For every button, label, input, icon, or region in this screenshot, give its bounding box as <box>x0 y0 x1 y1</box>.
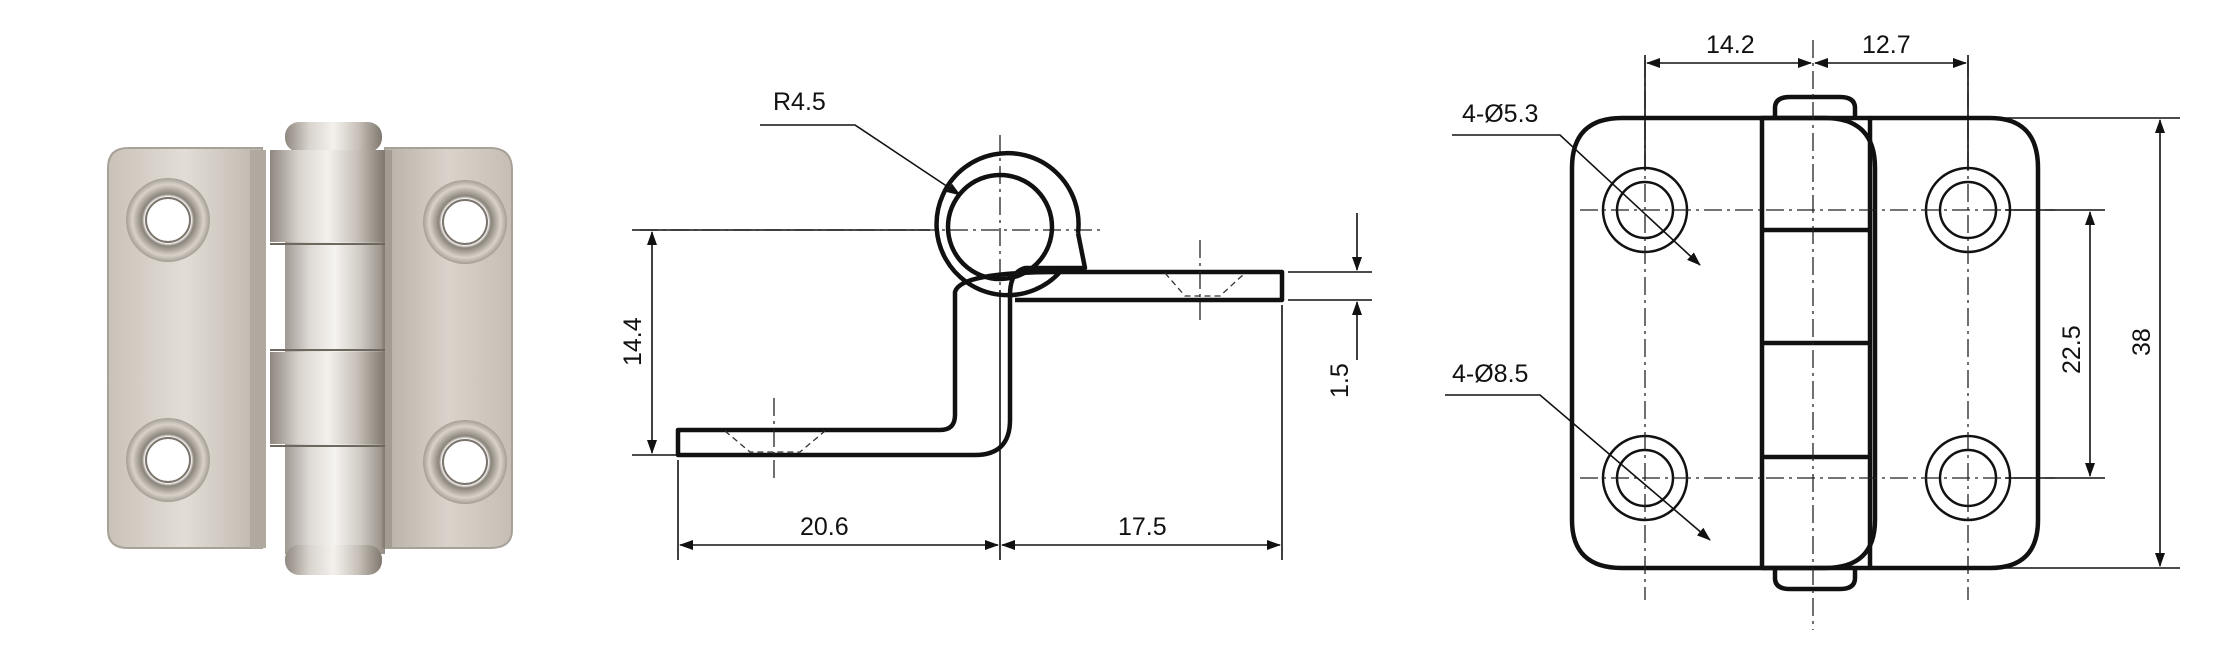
hinge-photo <box>107 122 513 575</box>
thickness-dimension-label: 1.5 <box>1326 363 1354 398</box>
large-hole-label: 4-Ø8.5 <box>1452 360 1528 388</box>
side-view-drawing: R4.5 14.4 1.5 20.6 17.5 <box>619 88 1372 560</box>
front-view-drawing: 14.2 12.7 4-Ø5.3 4-Ø8.5 22.5 38 <box>1445 31 2180 630</box>
radius-label: R4.5 <box>773 88 826 116</box>
hole-spacing-label: 22.5 <box>2058 325 2086 374</box>
right-length-label: 17.5 <box>1118 513 1167 541</box>
photo-hole-icon <box>423 180 507 264</box>
overall-height-label: 38 <box>2128 328 2156 356</box>
top-left-dimension-label: 14.2 <box>1706 31 1755 59</box>
top-right-dimension-label: 12.7 <box>1862 31 1911 59</box>
left-length-label: 20.6 <box>800 513 849 541</box>
photo-hole-icon <box>423 420 507 504</box>
height-dimension-label: 14.4 <box>619 317 647 366</box>
photo-hole-icon <box>126 418 210 502</box>
photo-hole-icon <box>126 178 210 262</box>
small-hole-label: 4-Ø5.3 <box>1462 100 1538 128</box>
